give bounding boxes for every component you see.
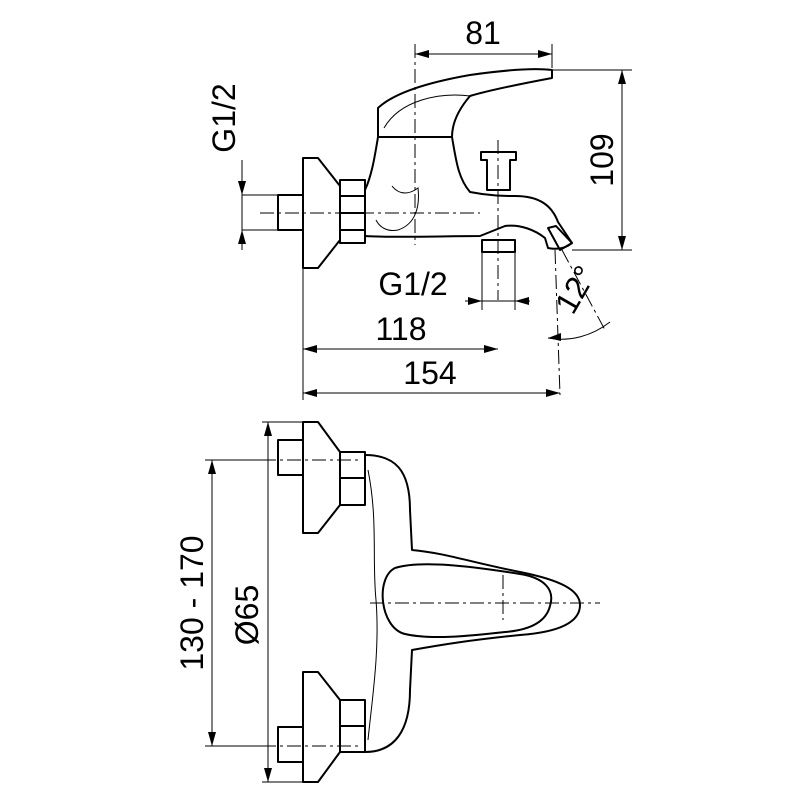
dim-inlet-thread: G1/2: [206, 83, 242, 152]
dim-flange-diameter: Ø65: [229, 585, 265, 645]
side-view: [277, 68, 573, 269]
top-upper-nut: [339, 451, 366, 506]
side-valve-body: [364, 136, 573, 250]
top-lever-handle: [381, 563, 553, 639]
top-centerlines: [262, 459, 600, 747]
top-upper-flange: [302, 421, 341, 534]
dim-outlet-thread: G1/2: [378, 266, 447, 302]
dim-outlet-distance: 118: [375, 311, 426, 347]
side-lever-detail: [383, 94, 471, 129]
top-body-inner: [367, 469, 378, 741]
top-upper-stub: [277, 439, 304, 476]
top-lower-flange: [302, 671, 341, 783]
dim-spout-reach: 81: [465, 15, 501, 51]
dim-centre-distance: 130 - 170: [174, 535, 210, 670]
top-lower-nut: [339, 699, 366, 753]
dim-height: 109: [584, 133, 620, 186]
top-body: [364, 454, 581, 753]
dim-overall-length: 154: [403, 355, 456, 391]
side-body-detail: [375, 185, 419, 231]
side-hex-nut: [339, 179, 366, 244]
side-spout-nozzle: [547, 225, 573, 251]
top-lower-stub: [277, 726, 304, 763]
side-lever-handle: [377, 68, 553, 138]
side-centerlines: [260, 44, 606, 396]
side-dimensions: [238, 44, 632, 400]
top-view: [277, 421, 581, 783]
top-dimensions: [205, 421, 303, 783]
side-diverter-knob: [480, 151, 517, 191]
